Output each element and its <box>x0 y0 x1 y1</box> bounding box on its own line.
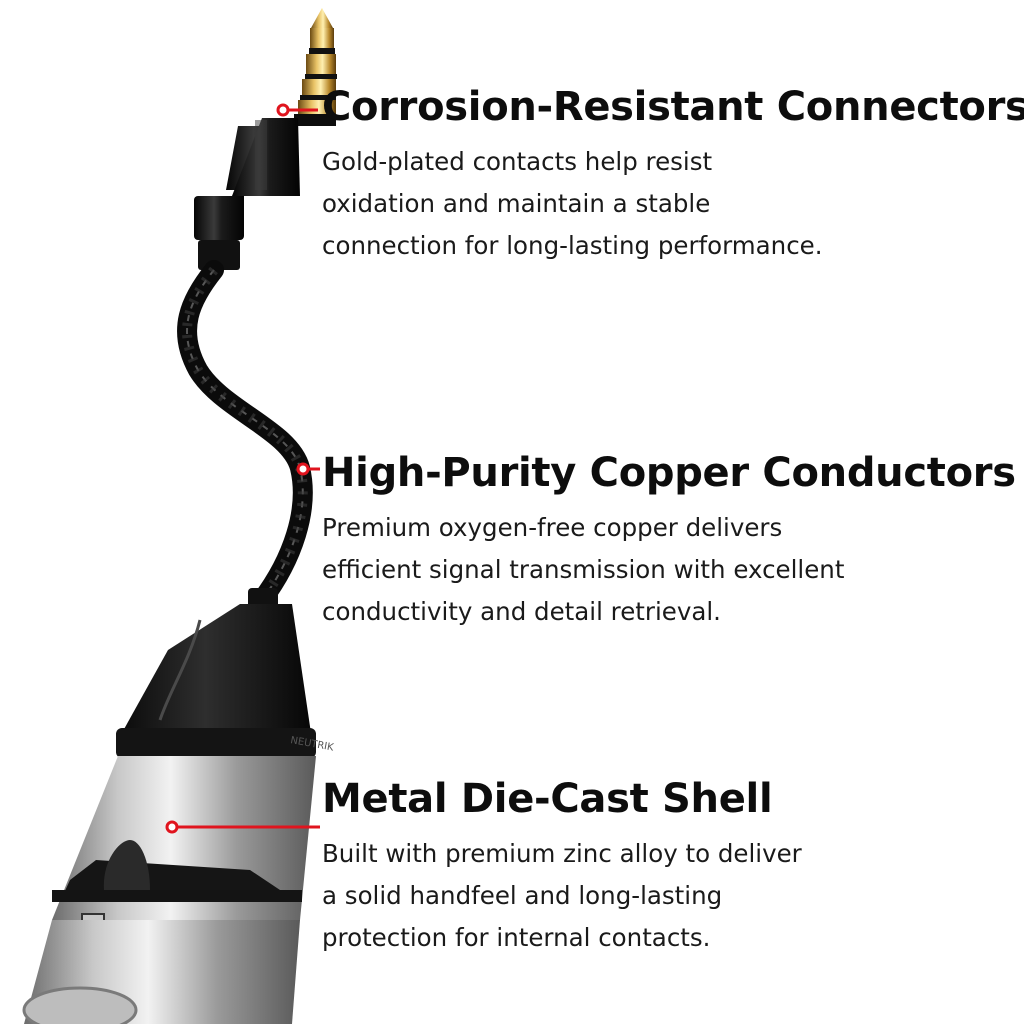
feature-description-line: conductivity and detail retrieval. <box>322 597 721 626</box>
callout-dot-connectors <box>276 103 290 117</box>
feature-description: Built with premium zinc alloy to deliver… <box>322 833 1022 959</box>
feature-description-line: protection for internal contacts. <box>322 923 711 952</box>
xlr-connector-icon: NEUTRIK <box>22 588 335 1024</box>
feature-description-line: Premium oxygen-free copper delivers <box>322 513 783 542</box>
feature-title: Metal Die-Cast Shell <box>322 776 773 822</box>
feature-description: Gold-plated contacts help resist oxidati… <box>322 141 1022 267</box>
feature-description: Premium oxygen-free copper delivers effi… <box>322 507 1022 633</box>
gold-plug-icon <box>194 8 337 270</box>
feature-title: High-Purity Copper Conductors <box>322 450 1016 496</box>
feature-conductors: High-Purity Copper Conductors Premium ox… <box>322 449 1022 633</box>
braided-cable-icon <box>177 260 313 610</box>
callout-dot-shell <box>165 820 179 834</box>
feature-description-line: Built with premium zinc alloy to deliver <box>322 839 802 868</box>
feature-description-line: efficient signal transmission with excel… <box>322 555 845 584</box>
feature-shell: Metal Die-Cast Shell Built with premium … <box>322 775 1022 959</box>
feature-description-line: connection for long-lasting performance. <box>322 231 823 260</box>
feature-connectors: Corrosion-Resistant Connectors Gold-plat… <box>322 83 1024 267</box>
callout-dot-conductors <box>296 462 310 476</box>
callout-lines <box>165 103 320 834</box>
feature-description-line: oxidation and maintain a stable <box>322 189 711 218</box>
feature-description-line: Gold-plated contacts help resist <box>322 147 713 176</box>
feature-title: Corrosion-Resistant Connectors <box>322 84 1024 130</box>
feature-description-line: a solid handfeel and long-lasting <box>322 881 723 910</box>
